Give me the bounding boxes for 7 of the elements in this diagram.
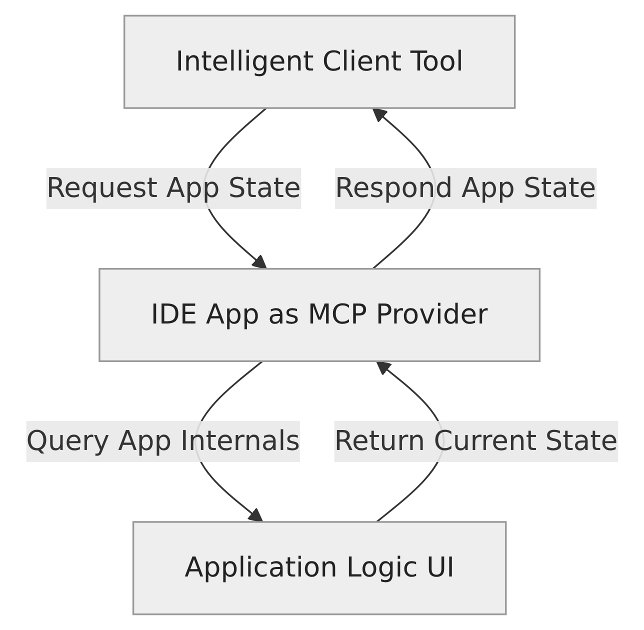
node-box: IDE App as MCP Provider (98, 268, 541, 362)
edge-label: Query App Internals (26, 424, 300, 457)
node-box: Application Logic UI (132, 521, 507, 616)
edge-label: Return Current State (334, 424, 618, 457)
node-box: Intelligent Client Tool (124, 14, 516, 109)
edge-label: Request App State (46, 171, 301, 204)
edge-label: Respond App State (335, 171, 596, 204)
